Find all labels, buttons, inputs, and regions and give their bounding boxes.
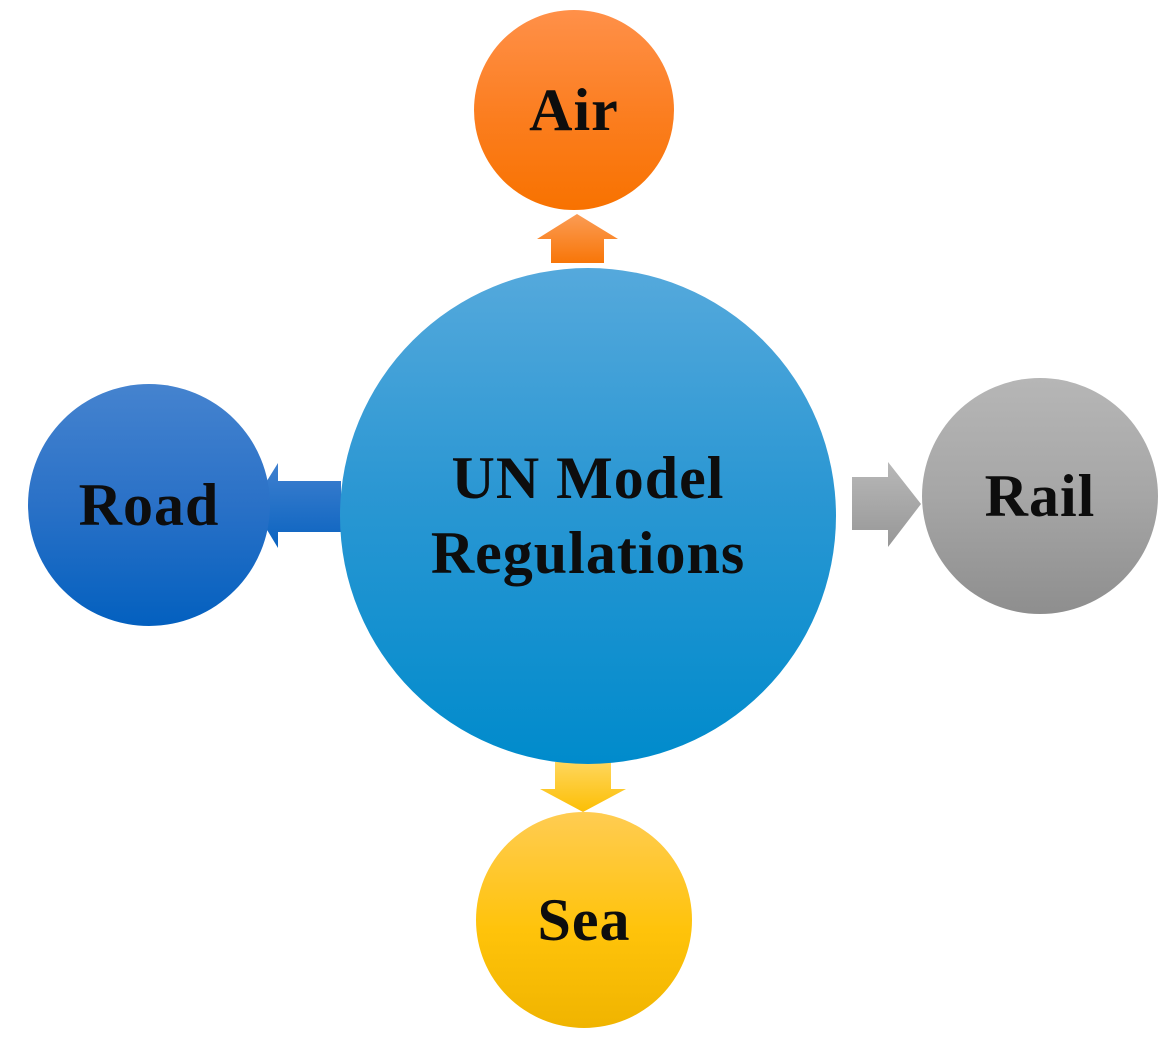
center-node-label: UN Model Regulations bbox=[431, 441, 745, 591]
node-road: Road bbox=[28, 384, 270, 626]
center-label-line1: UN Model bbox=[451, 445, 725, 511]
node-air: Air bbox=[474, 10, 674, 210]
road-node-label: Road bbox=[78, 471, 220, 538]
arrow-to-air-icon bbox=[537, 214, 618, 263]
rail-node-label: Rail bbox=[984, 462, 1096, 529]
node-un-model-regulations: UN Model Regulations bbox=[340, 268, 836, 764]
node-sea: Sea bbox=[476, 812, 692, 1028]
sea-node-label: Sea bbox=[537, 886, 631, 953]
arrow-to-sea-icon bbox=[540, 762, 626, 812]
arrow-to-road-icon bbox=[252, 463, 341, 548]
center-label-line2: Regulations bbox=[430, 520, 746, 586]
air-node-label: Air bbox=[529, 76, 619, 143]
arrow-to-rail-icon bbox=[852, 462, 921, 547]
node-rail: Rail bbox=[922, 378, 1158, 614]
